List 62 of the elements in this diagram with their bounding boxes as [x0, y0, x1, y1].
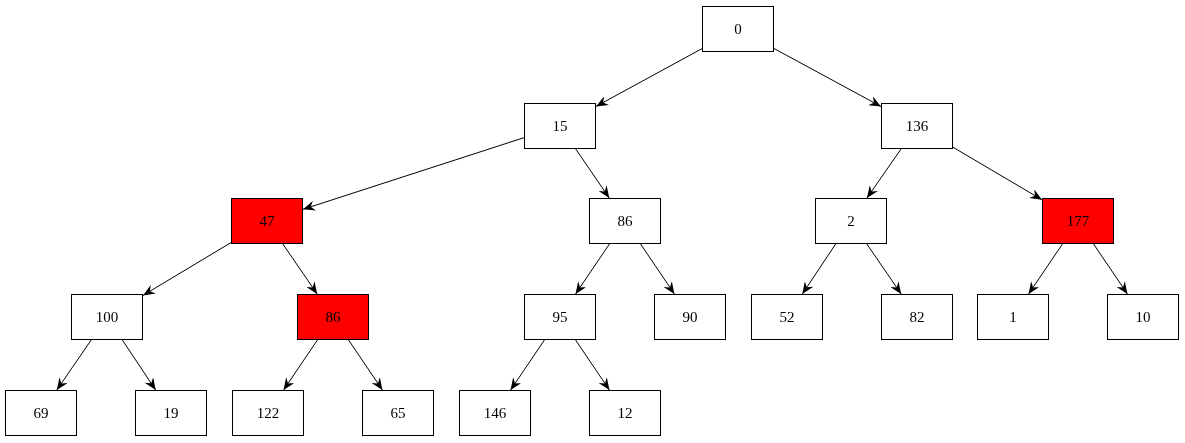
node-label: 47	[259, 212, 275, 230]
tree-node-box	[5, 390, 77, 436]
tree-node-box	[589, 390, 661, 436]
arrow	[121, 339, 157, 391]
node-label: 69	[33, 404, 49, 422]
node-label: 15	[552, 117, 568, 135]
node-label: 177	[1066, 212, 1090, 230]
node-label: 146	[483, 404, 507, 422]
node-label: 136	[905, 117, 929, 135]
arrow	[866, 148, 902, 199]
tree-node-box	[297, 294, 369, 340]
arrow	[773, 48, 882, 107]
arrow	[348, 339, 383, 391]
node-label: 65	[390, 404, 406, 422]
arrow	[866, 243, 902, 295]
tree-node-box	[135, 390, 207, 436]
node-label: 86	[325, 308, 341, 326]
node-label: 19	[163, 404, 179, 422]
tree-node-box	[362, 390, 434, 436]
arrow	[282, 243, 318, 295]
tree-node-box	[524, 103, 596, 149]
arrow	[1093, 243, 1128, 295]
arrow	[952, 146, 1043, 201]
tree-node-box	[459, 390, 531, 436]
arrow	[575, 148, 610, 199]
node-label: 95	[552, 308, 568, 326]
arrow	[1028, 243, 1063, 295]
arrow	[302, 137, 525, 211]
arrow	[575, 243, 610, 295]
arrow	[56, 339, 92, 391]
node-label: 122	[256, 404, 280, 422]
node-label: 1	[1009, 308, 1017, 326]
tree-node-box	[589, 198, 661, 244]
tree-node-box	[1107, 294, 1179, 340]
tree-node-box	[231, 198, 303, 244]
tree-node-box	[815, 198, 887, 244]
tree-node-box	[881, 294, 953, 340]
node-label: 2	[847, 212, 855, 230]
node-label: 12	[617, 404, 633, 422]
tree-node-box	[702, 6, 774, 52]
arrow	[510, 339, 545, 391]
arrow	[801, 243, 837, 295]
tree-node-box	[1042, 198, 1114, 244]
tree-node-box	[232, 390, 304, 436]
node-label: 0	[734, 20, 742, 38]
node-label: 10	[1135, 308, 1151, 326]
node-label: 86	[617, 212, 633, 230]
arrow	[640, 243, 675, 295]
tree-node-box	[71, 294, 143, 340]
arrow	[283, 339, 318, 391]
tree-node-box	[977, 294, 1049, 340]
arrow	[575, 339, 610, 391]
arrow	[595, 48, 703, 107]
node-label: 100	[95, 308, 119, 326]
node-label: 82	[909, 308, 925, 326]
tree-node-box	[524, 294, 596, 340]
tree-node-box	[881, 103, 953, 149]
tree-node-box	[751, 294, 823, 340]
node-label: 90	[682, 308, 698, 326]
arrow	[142, 242, 232, 296]
tree-node-box	[654, 294, 726, 340]
node-label: 52	[779, 308, 795, 326]
